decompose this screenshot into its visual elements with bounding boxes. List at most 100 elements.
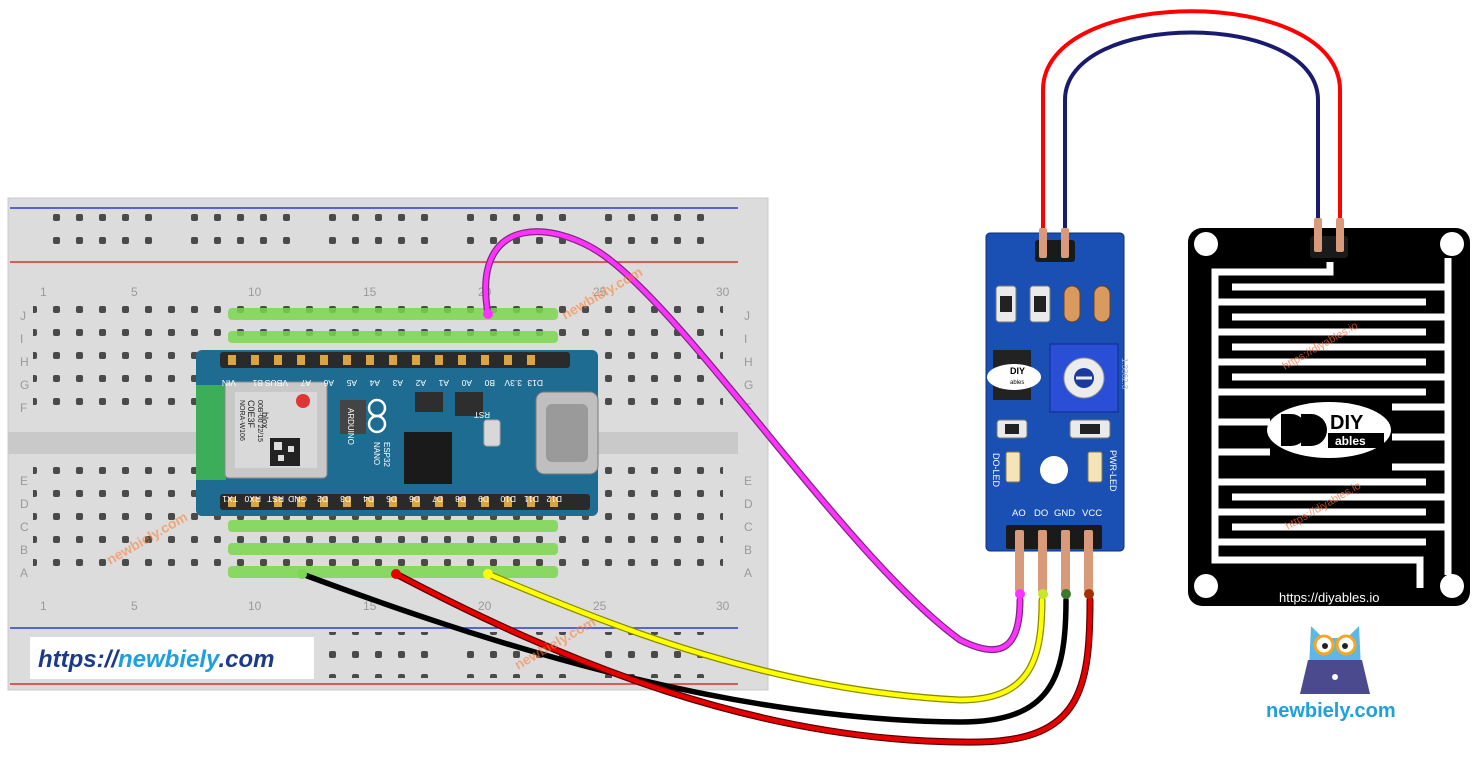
col-num-5-bottom: 5	[131, 599, 138, 613]
newbiely-owl-logo: newbiely.com	[1266, 626, 1396, 722]
pin-label-a3: A3	[392, 378, 403, 388]
row-label-e-right: E	[744, 474, 752, 488]
pin-label-a2: A2	[415, 378, 426, 388]
wire-red-end	[391, 569, 401, 579]
mcu-chip	[404, 432, 452, 484]
wire-link-red	[1041, 9, 1342, 242]
pin-label-d2: D2	[317, 494, 328, 504]
pin-label-a7: A7	[300, 378, 311, 388]
pin-label-vbus: VBUS	[265, 378, 288, 388]
pin-label-a0: A0	[461, 378, 472, 388]
col-num-20-bottom: 20	[478, 599, 492, 613]
pin-label-d3: D3	[340, 494, 351, 504]
pin-label-rx0: RX0	[244, 494, 261, 504]
pwr-led-label: PWR-LED	[1108, 450, 1118, 492]
pin-label-d7: D7	[432, 494, 443, 504]
wire-yellow-end	[483, 569, 493, 579]
col-num-15: 15	[363, 285, 377, 299]
row-label-j-right: J	[744, 309, 750, 323]
arduino-model-1: NANO	[372, 442, 381, 465]
pin-label-tx1: TX1	[222, 494, 238, 504]
pin-label-b1: B1	[252, 378, 263, 388]
wire-link-navy	[1063, 30, 1320, 242]
arduino-logo-icon	[367, 398, 387, 434]
row-label-g-right: G	[744, 378, 753, 392]
module-line2: 00B-00 22/15	[256, 400, 263, 442]
col-num-30-bottom: 30	[716, 599, 730, 613]
row-label-h: H	[20, 355, 29, 369]
plate-logo-big: DIY	[1330, 412, 1364, 434]
pwr-led-icon	[1087, 451, 1103, 483]
wires	[299, 9, 1342, 746]
pin-label-3v3: 3.3V	[504, 378, 522, 388]
module-pin-vcc	[1084, 530, 1093, 592]
row-label-c-right: C	[744, 520, 753, 534]
pin-label-ao: AO	[1012, 508, 1026, 519]
pin-label-d11: D11	[524, 494, 539, 504]
module-logo-big: DIY	[1010, 366, 1025, 376]
module-brand: blox	[260, 412, 270, 429]
row-label-h-right: H	[744, 355, 753, 369]
row-label-f: F	[20, 401, 27, 415]
module-line1: C0E3F	[246, 400, 256, 429]
pin-label-d10: D10	[500, 494, 516, 504]
row-label-i-right: I	[744, 332, 747, 346]
pin-label-d4: D4	[363, 494, 374, 504]
col-num-1-bottom: 1	[40, 599, 47, 613]
col-num-25: 25	[593, 285, 607, 299]
row-label-c: C	[20, 520, 29, 534]
module-logo-small: ables	[1010, 380, 1024, 386]
ublox-logo-icon	[296, 394, 310, 408]
pin-label-vcc: VCC	[1082, 508, 1102, 519]
row-label-d-right: D	[744, 497, 753, 511]
newbiely-banner: https://newbiely.com	[30, 637, 314, 679]
row-label-j: J	[20, 309, 26, 323]
pin-label-b0: B0	[484, 378, 495, 388]
pin-label-d9: D9	[478, 494, 489, 504]
banner-prefix: https://	[38, 646, 120, 673]
arduino-brand: ARDUINO	[346, 408, 355, 445]
arduino-nano-esp32: blox C0E3F 00B-00 22/15 NORA-W106 VIN B1…	[196, 350, 599, 516]
corner-logo-text: newbiely.com	[1266, 700, 1396, 722]
pin-label-d8: D8	[455, 494, 466, 504]
pin-label-a5: A5	[346, 378, 357, 388]
wire-yellow-fill	[485, 571, 1045, 703]
pin-label-a4: A4	[369, 378, 380, 388]
col-num-30: 30	[716, 285, 730, 299]
row-label-e: E	[20, 474, 28, 488]
pin-label-a1: A1	[438, 378, 449, 388]
do-led-label: DO-LED	[991, 453, 1001, 488]
banner-name: newbiely	[118, 646, 221, 673]
col-num-25-bottom: 25	[593, 599, 607, 613]
wire-red-fill	[393, 571, 1093, 745]
owl-icon	[1309, 626, 1361, 668]
row-label-b-right: B	[744, 543, 752, 557]
arduino-rst-label: RST	[474, 410, 490, 419]
pin-label-do: DO	[1034, 508, 1048, 519]
row-label-i: I	[20, 332, 23, 346]
col-num-10-bottom: 10	[248, 599, 262, 613]
plate-url: https://diyables.io	[1279, 590, 1379, 605]
module-pin-gnd	[1061, 530, 1070, 592]
module-pin-ao	[1015, 530, 1024, 592]
row-label-a-right: A	[744, 566, 752, 580]
rain-sensor-plate: DIY ables https://diyables.io https://di…	[1188, 218, 1470, 606]
row-label-a: A	[20, 566, 28, 580]
module-line3: NORA-W106	[238, 400, 245, 441]
svg-text:https://newbiely.com: https://newbiely.com	[38, 646, 274, 673]
plate-logo-small: ables	[1335, 434, 1366, 448]
pin-label-d5: D5	[386, 494, 397, 504]
banner-suffix: .com	[218, 646, 274, 673]
row-label-d: D	[20, 497, 29, 511]
reset-button[interactable]	[483, 419, 501, 447]
arduino-model-2: ESP32	[382, 442, 391, 467]
pin-label-d13: D13	[527, 378, 543, 388]
module-pin-do	[1038, 530, 1047, 592]
pot-label: 1.3362.3	[1120, 358, 1129, 390]
col-num-10: 10	[248, 285, 262, 299]
wire-black-end	[297, 569, 307, 579]
wire-black	[299, 571, 1069, 725]
wire-pink-fill	[483, 229, 1023, 652]
do-led-icon	[1005, 451, 1021, 483]
